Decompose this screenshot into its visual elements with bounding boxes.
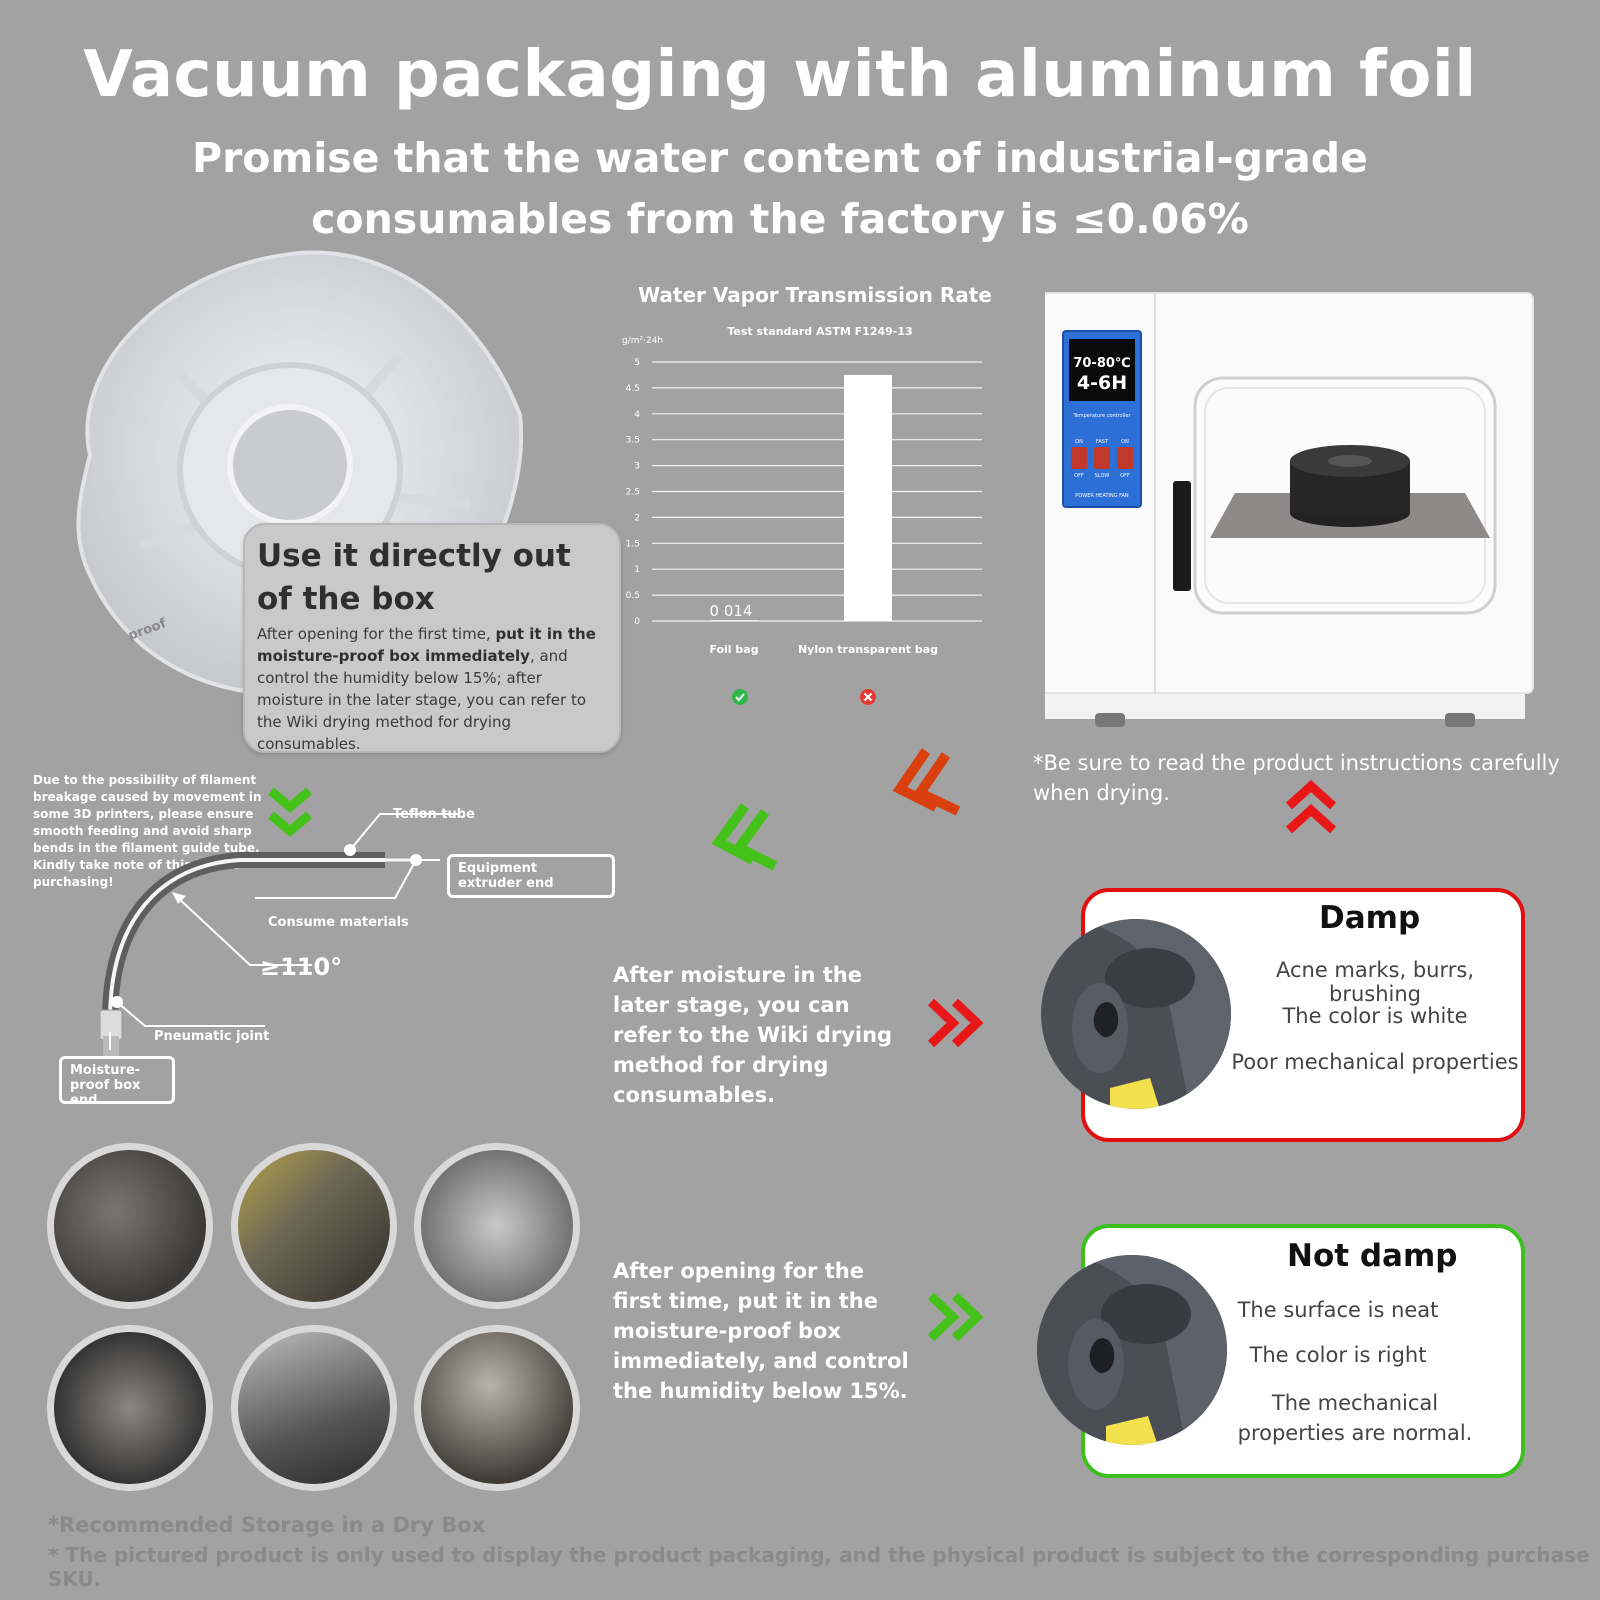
info-card: Use it directly out of the box After ope… (243, 523, 621, 753)
category-label: Foil bag (709, 643, 758, 656)
y-tick-label: 3.5 (626, 436, 640, 446)
not-damp-item-3: The mechanical properties are normal. (1237, 1391, 1473, 1445)
page-title: Vacuum packaging with aluminum foil (83, 38, 1477, 112)
dry-box-photo-4 (47, 1325, 213, 1491)
chevron-right-red-icon (927, 998, 984, 1048)
filament-note: Due to the possibility of filament break… (33, 773, 262, 889)
y-tick-label: 1.5 (626, 539, 640, 549)
page-subtitle: Promise that the water content of indust… (0, 128, 1560, 250)
chart-title: Water Vapor Transmission Rate (638, 283, 992, 307)
chart-categories: Foil bag Nylon transparent bag (709, 643, 938, 656)
chevron-right-green-icon (927, 1292, 984, 1342)
extruder-end-label: Equipment extruder end (447, 854, 615, 898)
oven-panel-footer: POWER HEATING FAN (1075, 493, 1129, 499)
subtitle-line-1: Promise that the water content of indust… (192, 134, 1368, 182)
oven-temp-display: 70-80℃ (1073, 356, 1130, 371)
chart-y-ticks: 0 0.5 1 1.5 2 2.5 3 3.5 4 4.5 5 (626, 358, 641, 627)
y-tick-label: 4.5 (626, 384, 640, 394)
bar-data-label: 0 014 (710, 602, 753, 620)
up-chevron-red-icon (1285, 779, 1337, 834)
oven-time-display: 4-6H (1077, 372, 1127, 394)
oven-switch-3-on: ON (1121, 439, 1129, 445)
y-tick-label: 2 (634, 513, 640, 523)
not-damp-item-1: The surface is neat (1237, 1298, 1439, 1322)
dry-box-photo-6 (414, 1325, 580, 1491)
damp-item-3: Poor mechanical properties (1231, 1050, 1519, 1074)
subtitle-line-2: consumables from the factory is ≤0.06% (311, 195, 1249, 243)
damp-title: Damp (1319, 900, 1421, 936)
teflon-tube-label: Teflon tube (393, 807, 475, 822)
check-icon (732, 689, 748, 705)
oven-switch-2-bottom: SLOW (1095, 473, 1110, 479)
info-card-text: After opening for the first time, put it… (257, 623, 607, 755)
info-card-heading: Use it directly out of the box (257, 538, 571, 617)
y-tick-label: 4 (634, 410, 640, 420)
damp-item-1: Acne marks, burrs, brushing (1275, 958, 1474, 1006)
dry-box-photo-5 (231, 1325, 397, 1491)
oven-switch-2-top: FAST (1096, 439, 1109, 445)
info-text-c: , and control the humidity below 15%; af… (257, 647, 587, 753)
bend-angle-label: ≥110° (260, 953, 343, 981)
consume-materials-label: Consume materials (268, 915, 409, 930)
y-tick-label: 3 (634, 462, 640, 472)
dry-box-photo-3 (414, 1143, 580, 1309)
dry-box-photo-2 (231, 1143, 397, 1309)
y-tick-label: 1 (634, 565, 640, 575)
not-damp-title: Not damp (1287, 1238, 1458, 1274)
y-tick-label: 0 (634, 617, 640, 627)
oven-switch-3-off: OFF (1120, 473, 1130, 479)
not-damp-item-2: The color is right (1249, 1343, 1427, 1367)
oven-panel-caption: Temperature controller (1072, 413, 1131, 419)
damp-item-2: The color is white (1282, 1004, 1468, 1028)
sealed-spool-icon: proof (76, 250, 523, 696)
info-text-bold: put it in the moisture-proof box immedia… (257, 625, 596, 665)
moisture-box-end-label: Moisture-proof box end (59, 1056, 175, 1108)
oven-switch-1-off: OFF (1074, 473, 1084, 479)
dry-box-photo-1 (47, 1143, 213, 1309)
chart-grid (652, 361, 982, 622)
footer-line-2: * The pictured product is only used to d… (48, 1543, 1590, 1591)
oven-fan-switch (1117, 447, 1133, 469)
oven-note: *Be sure to read the product instruction… (1033, 751, 1560, 805)
bar-1 (710, 620, 758, 622)
footer-line-1: *Recommended Storage in a Dry Box (48, 1513, 486, 1537)
damp-print-photo-icon (1041, 919, 1231, 1109)
cross-icon (860, 689, 876, 705)
chart-bars: 0 014 (710, 374, 892, 622)
wvtr-bar-chart: g/m²·24h 0 0.5 1 1.5 2 2.5 3 3.5 4 4.5 5 0 014 Foi… (622, 336, 982, 705)
info-text-a: After opening for the first time, (257, 625, 496, 643)
pneumatic-joint-label: Pneumatic joint (154, 1029, 270, 1044)
tube-routing-diagram (99, 813, 460, 1058)
not-damp-card: Not damp The surface is neat The color i… (1081, 1224, 1525, 1478)
y-tick-label: 5 (634, 358, 640, 368)
chart-status-marks (732, 689, 876, 705)
chevron-left-green-icon (711, 803, 778, 871)
y-tick-label: 0.5 (626, 591, 640, 601)
oven-switch-1-on: ON (1075, 439, 1083, 445)
chevron-left-orange-icon (892, 748, 961, 816)
bar-2 (844, 374, 892, 621)
oven-heating-switch (1094, 447, 1110, 469)
y-tick-label: 2.5 (626, 488, 640, 498)
oven-power-switch (1071, 447, 1087, 469)
down-chevron-green-icon (268, 787, 312, 837)
first-open-text: After opening for the first time, put it… (613, 1259, 909, 1403)
category-label: Nylon transparent bag (798, 643, 938, 656)
later-stage-text: After moisture in the later stage, you c… (613, 963, 893, 1107)
y-axis-label: g/m²·24h (622, 336, 663, 346)
drying-oven-icon: 70-80℃ 4-6H Temperature controller ON FA… (1045, 292, 1534, 727)
chart-subtitle: Test standard ASTM F1249-13 (727, 325, 913, 338)
dry-print-photo-icon (1037, 1255, 1227, 1445)
